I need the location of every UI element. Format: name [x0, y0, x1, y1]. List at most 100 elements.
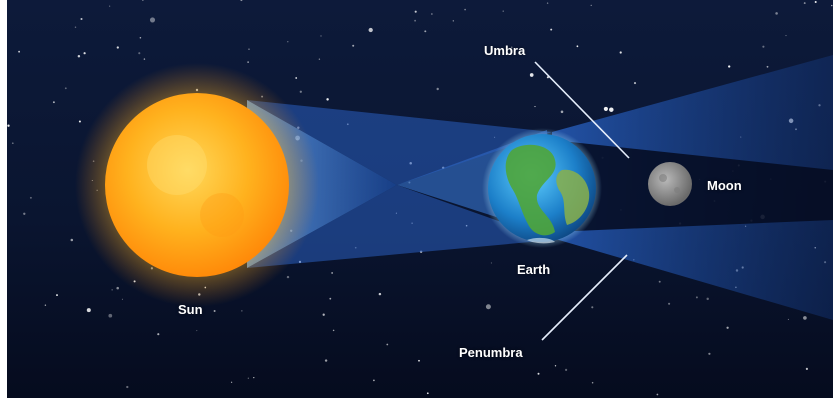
star: [591, 306, 594, 309]
moon-icon: [648, 162, 692, 206]
star: [332, 329, 335, 332]
star: [534, 106, 536, 108]
star: [726, 326, 729, 329]
star: [287, 41, 289, 43]
star: [502, 10, 504, 12]
umbra-pointer: [534, 61, 630, 159]
star: [591, 381, 594, 384]
star: [708, 352, 711, 355]
star: [329, 297, 332, 300]
star: [414, 10, 417, 13]
star: [633, 82, 637, 85]
star: [590, 4, 592, 6]
star: [230, 381, 233, 383]
star: [414, 19, 416, 22]
star: [111, 289, 113, 291]
star: [253, 376, 255, 379]
penumbra-pointer: [541, 254, 628, 341]
star: [139, 36, 142, 39]
star: [108, 313, 113, 318]
star: [576, 45, 579, 48]
star: [83, 52, 86, 55]
star: [431, 13, 433, 15]
star: [192, 309, 194, 312]
star: [609, 107, 614, 112]
star: [619, 51, 622, 54]
earth-label: Earth: [517, 262, 551, 277]
star: [29, 196, 32, 199]
star: [247, 377, 249, 379]
star: [485, 304, 491, 310]
star: [44, 304, 47, 306]
star: [80, 17, 83, 21]
star: [658, 280, 661, 283]
star: [11, 142, 14, 145]
star: [52, 101, 55, 104]
star: [775, 12, 778, 15]
star: [560, 110, 564, 114]
star: [787, 318, 789, 320]
star: [805, 367, 809, 370]
star: [706, 297, 709, 301]
moon-label: Moon: [707, 178, 742, 193]
sun-icon: [75, 63, 319, 307]
star: [248, 48, 250, 50]
star: [803, 2, 806, 5]
star: [240, 0, 243, 2]
star: [490, 262, 492, 264]
star: [668, 302, 671, 305]
star: [77, 55, 81, 58]
star: [424, 30, 427, 33]
star: [241, 310, 243, 312]
star: [74, 26, 77, 28]
star: [803, 316, 807, 320]
star: [368, 27, 373, 33]
star: [656, 393, 659, 396]
umbra-label: Umbra: [484, 43, 526, 58]
star: [116, 286, 119, 290]
star: [70, 238, 74, 242]
sun-label: Sun: [178, 302, 203, 317]
star: [331, 272, 333, 274]
star: [831, 4, 833, 7]
star: [464, 8, 466, 11]
star: [7, 124, 10, 127]
star: [121, 298, 123, 300]
star: [324, 359, 328, 362]
star: [149, 17, 156, 23]
star: [373, 379, 375, 382]
star: [554, 365, 557, 367]
star: [546, 2, 549, 4]
earth-icon: [482, 128, 602, 248]
star: [142, 0, 144, 1]
space-background: Umbra Moon Earth Sun Penumbra: [7, 0, 833, 398]
star: [529, 73, 534, 77]
star: [550, 28, 553, 31]
star: [322, 313, 325, 316]
star: [537, 372, 540, 375]
star: [23, 212, 26, 215]
penumbra-label: Penumbra: [459, 345, 523, 360]
star: [695, 296, 698, 299]
star: [318, 58, 321, 60]
star: [386, 343, 389, 346]
star: [728, 65, 731, 68]
star: [426, 392, 429, 395]
star: [785, 35, 787, 37]
star: [116, 46, 119, 49]
star: [143, 58, 146, 60]
star: [213, 310, 216, 312]
star: [418, 359, 420, 362]
star: [109, 5, 111, 7]
star: [762, 45, 765, 48]
star: [352, 44, 355, 47]
star: [320, 35, 322, 37]
star: [196, 330, 198, 332]
star: [510, 46, 513, 49]
star: [436, 87, 439, 91]
star: [299, 90, 302, 93]
star: [295, 77, 298, 79]
star: [378, 292, 382, 296]
star: [603, 106, 608, 111]
star: [286, 275, 290, 279]
